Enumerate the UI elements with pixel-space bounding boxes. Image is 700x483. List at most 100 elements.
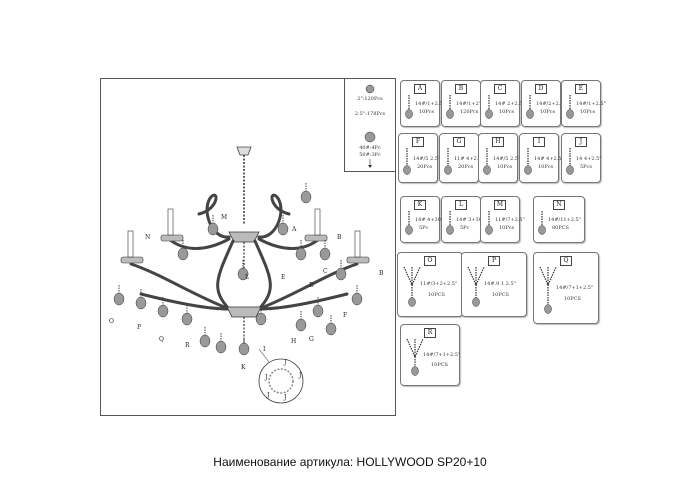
crystal-drop xyxy=(295,318,307,332)
label-i: I xyxy=(263,346,266,353)
label-m: M xyxy=(221,214,227,221)
crystal-drop xyxy=(485,225,493,235)
crystal-drop xyxy=(351,292,363,306)
drop-illustration xyxy=(403,266,421,307)
crystal-drop xyxy=(403,165,411,175)
card-f: F 14#/5 2.5" 20Pcs xyxy=(398,133,441,183)
card-letter: Q xyxy=(560,256,572,266)
card-count: 10PCS xyxy=(564,296,581,302)
label-b: B xyxy=(337,234,342,241)
crystal-drop xyxy=(199,334,211,348)
drop-illustration xyxy=(485,211,493,235)
card-letter: B xyxy=(455,84,467,94)
article-caption: Наименование артикула: HOLLYWOOD SP20+10 xyxy=(213,455,487,469)
crystal-drop xyxy=(446,109,454,119)
card-letter: E xyxy=(575,84,587,94)
drop-v-chain xyxy=(539,266,557,287)
drop-illustration xyxy=(446,211,454,235)
card-count: 20Pcs xyxy=(417,164,433,170)
label-j: J xyxy=(283,359,287,366)
legend-symbols xyxy=(364,84,376,168)
card-letter: H xyxy=(492,137,504,147)
upper-arms xyxy=(167,193,321,311)
label-j: J xyxy=(264,374,268,381)
card-count: 10Pcs xyxy=(580,109,596,115)
legend-box: 2":120Pcs 2.5":178Pcs 40#:4Pc 50#:3Pc xyxy=(344,78,396,172)
card-spec: 14#/11+2.5" xyxy=(548,217,582,223)
card-count: 5Pc xyxy=(419,225,429,231)
drop-illustration xyxy=(405,211,413,235)
label-j: J xyxy=(266,392,270,399)
drop-illustration xyxy=(406,338,424,376)
label-k: K xyxy=(241,364,246,371)
label-j: J xyxy=(283,394,287,401)
crystal-drop xyxy=(485,109,493,119)
label-e: E xyxy=(281,274,285,281)
card-count: 10Pcs xyxy=(499,225,515,231)
card-letter: R xyxy=(424,328,436,338)
crystal-drop xyxy=(238,342,250,356)
label-c: C xyxy=(323,268,328,275)
detail-circle-j xyxy=(258,348,304,404)
drop-illustration xyxy=(403,148,411,175)
drop-illustration xyxy=(566,95,574,119)
label-b: B xyxy=(379,270,384,277)
candle-cups xyxy=(120,208,370,264)
drop-illustration xyxy=(526,95,534,119)
card-letter: F xyxy=(412,137,424,147)
crystal-drops xyxy=(113,183,363,356)
crystal-drop xyxy=(444,165,452,175)
drop-illustration xyxy=(524,148,532,175)
crystal-drop xyxy=(566,109,574,119)
card-spec: 14# 4+30# xyxy=(415,217,446,223)
crystal-drop xyxy=(446,225,454,235)
crystal-drop xyxy=(408,297,416,307)
label-q: Q xyxy=(159,336,164,343)
legend-line-2: 2.5":178Pcs xyxy=(354,111,386,117)
card-letter: O xyxy=(424,256,436,266)
crystal-drop xyxy=(538,225,546,235)
drop-illustration xyxy=(444,148,452,175)
card-spec: 14#/5 2.5" xyxy=(413,156,441,162)
drop-illustration xyxy=(467,266,485,307)
label-r: R xyxy=(185,342,190,349)
card-letter: D xyxy=(535,84,547,94)
card-letter: C xyxy=(494,84,506,94)
legend-line-3: 40#:4Pc xyxy=(359,145,381,151)
drop-v-chain xyxy=(406,338,424,359)
card-spec: 14# 2+2.5" xyxy=(495,101,525,107)
crystal-drop xyxy=(566,165,574,175)
crystal-drop xyxy=(325,322,337,336)
card-spec: 14# 4+2.5" xyxy=(534,156,564,162)
label-j: J xyxy=(298,372,302,379)
crystal-drop xyxy=(312,304,324,318)
label-o: O xyxy=(109,318,114,325)
drop-illustration xyxy=(485,95,493,119)
card-spec: 14#/7+1+2.5" xyxy=(423,352,461,358)
crystal-drop xyxy=(113,292,125,306)
card-spec: 11# 4+2.5" xyxy=(454,156,484,162)
card-letter: A xyxy=(414,84,426,94)
drop-illustration xyxy=(538,211,546,235)
card-spec: 14 4+2.5" xyxy=(576,156,602,162)
crystal-drop xyxy=(544,304,552,314)
label-h: H xyxy=(291,338,296,345)
drop-illustration xyxy=(446,95,454,119)
lower-arms xyxy=(129,262,359,311)
card-count: 10Pcs xyxy=(497,164,513,170)
crystal-drop xyxy=(472,297,480,307)
label-g: G xyxy=(309,336,314,343)
card-letter: I xyxy=(533,137,545,147)
label-n: N xyxy=(145,234,150,241)
